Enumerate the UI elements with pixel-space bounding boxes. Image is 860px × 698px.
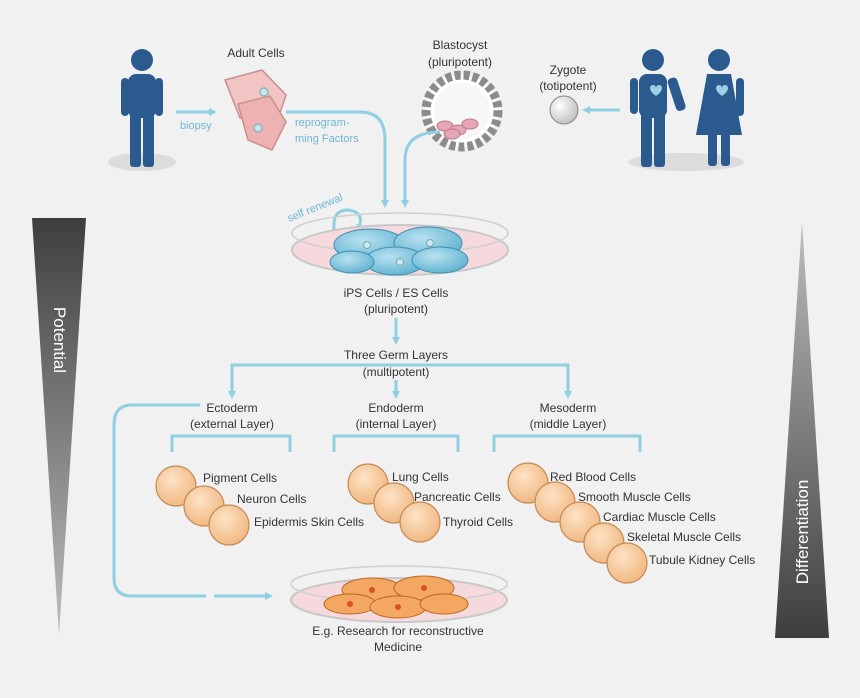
ectoderm-cell-3: Epidermis Skin Cells [254, 515, 364, 529]
endoderm-cell-1: Lung Cells [392, 470, 449, 484]
ectoderm-bracket [170, 434, 292, 452]
endoderm-cell-2: Pancreatic Cells [414, 490, 501, 504]
zygote-label-1: Zygote [550, 63, 587, 77]
self-renewal-arrow [332, 208, 364, 236]
blastocyst-icon [421, 70, 503, 152]
mesoderm-cells [507, 462, 648, 584]
reprogramming-label-1: reprogram- [295, 117, 350, 129]
branch-line [230, 363, 570, 392]
research-label-1: E.g. Research for reconstructive [312, 624, 484, 638]
mesoderm-cell-1: Red Blood Cells [550, 470, 636, 484]
mesoderm-bracket [492, 434, 642, 452]
adult-cells-icon [223, 69, 287, 151]
blastocyst-label-2: (pluripotent) [428, 55, 492, 69]
person-icon [108, 49, 176, 171]
arrow-blastocyst [401, 130, 441, 208]
mesoderm-cell-4: Skeletal Muscle Cells [627, 530, 741, 544]
reprogramming-label-2: ming Factors [295, 133, 359, 145]
adult-cells-label: Adult Cells [227, 46, 284, 60]
ectoderm-cells [155, 465, 250, 546]
differentiation-label: Differentiation [793, 480, 812, 585]
ectoderm-label-2: (external Layer) [190, 417, 274, 431]
ectoderm-label-1: Ectoderm [206, 401, 257, 415]
endoderm-cell-3: Thyroid Cells [443, 515, 513, 529]
arrow-to-research [112, 403, 206, 598]
research-label-2: Medicine [374, 640, 422, 654]
mesoderm-label-1: Mesoderm [540, 401, 597, 415]
blastocyst-label-1: Blastocyst [433, 38, 488, 52]
mesoderm-cell-2: Smooth Muscle Cells [578, 490, 691, 504]
petri-dish-research [290, 565, 508, 623]
endoderm-label-2: (internal Layer) [356, 417, 437, 431]
endoderm-bracket [332, 434, 460, 452]
ectoderm-cell-2: Neuron Cells [237, 492, 306, 506]
mesoderm-label-2: (middle Layer) [530, 417, 607, 431]
couple-icon [628, 49, 744, 171]
potential-label: Potential [50, 307, 69, 373]
zygote-label-2: (totipotent) [539, 79, 596, 93]
germ-label-1: Three Germ Layers [344, 348, 448, 362]
ips-label-2: (pluripotent) [364, 302, 428, 316]
endoderm-cells [347, 463, 441, 543]
potential-triangle [32, 218, 86, 635]
ips-label-1: iPS Cells / ES Cells [344, 286, 449, 300]
differentiation-triangle [775, 222, 829, 638]
ectoderm-cell-1: Pigment Cells [203, 471, 277, 485]
endoderm-label-1: Endoderm [368, 401, 423, 415]
mesoderm-cell-3: Cardiac Muscle Cells [603, 510, 716, 524]
petri-dish-stem [291, 212, 509, 276]
biopsy-label: biopsy [180, 120, 212, 132]
germ-label-2: (multipotent) [363, 365, 430, 379]
mesoderm-cell-5: Tubule Kidney Cells [649, 553, 755, 567]
zygote-icon [549, 95, 579, 125]
arrow-reprogramming [286, 110, 389, 208]
